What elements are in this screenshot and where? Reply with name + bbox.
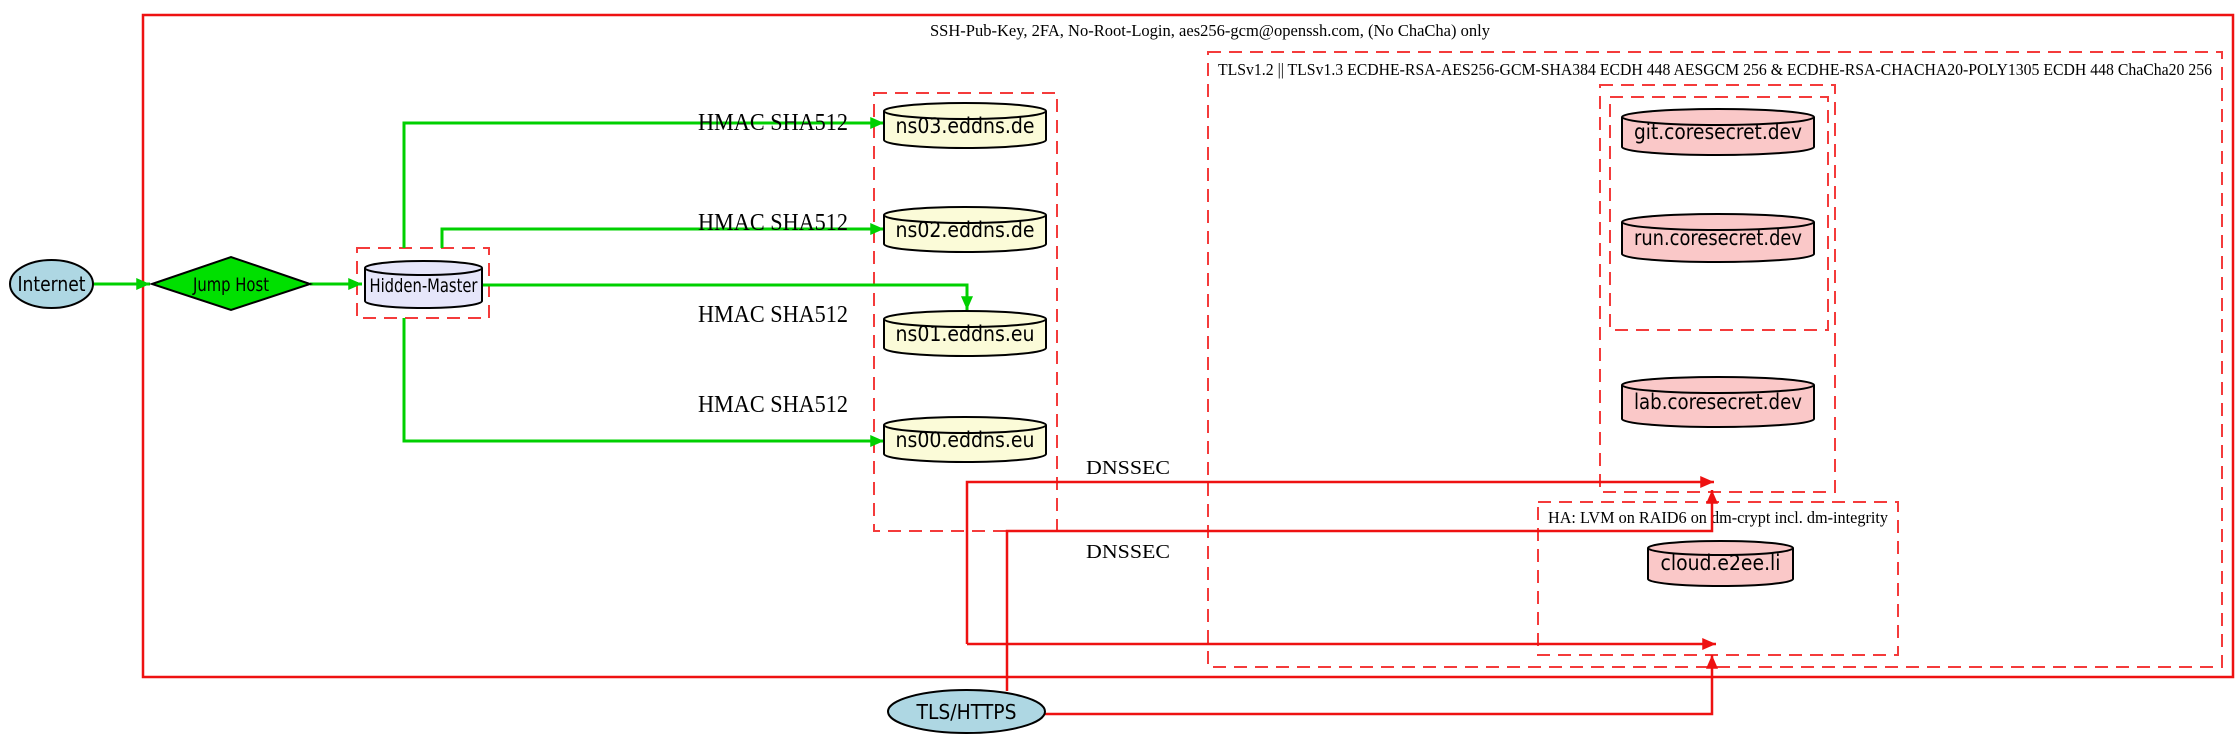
node-ns03-label: ns03.eddns.de [896, 114, 1035, 138]
dns-cluster-box [873, 92, 1058, 532]
node-ns02-label: ns02.eddns.de [896, 218, 1035, 242]
edge-label-hmac-1: HMAC SHA512 [698, 110, 848, 136]
node-internet-label: Internet [18, 272, 86, 296]
edge-label-hmac-4: HMAC SHA512 [698, 392, 848, 418]
node-tls-https-label: TLS/HTTPS [916, 700, 1017, 724]
node-run-label: run.coresecret.dev [1634, 226, 1802, 250]
node-ns01: ns01.eddns.eu [883, 310, 1047, 357]
edge-hiddenmaster-ns02 [440, 223, 884, 248]
node-git: git.coresecret.dev [1621, 108, 1815, 156]
node-ns01-label: ns01.eddns.eu [896, 322, 1035, 346]
node-hidden-master-label: Hidden-Master [370, 275, 478, 297]
tls-cluster-box [1207, 51, 2223, 668]
node-ns00: ns00.eddns.eu [883, 416, 1047, 463]
node-lab-label: lab.coresecret.dev [1634, 390, 1802, 414]
node-tls-https: TLS/HTTPS [887, 689, 1046, 734]
node-jump-host: Jump Host [148, 255, 314, 312]
ha-cluster-box [1537, 501, 1899, 656]
tls-cluster-label: TLSv1.2 || TLSv1.3 ECDHE-RSA-AES256-GCM-… [1218, 60, 2212, 79]
ssh-cluster-label: SSH-Pub-Key, 2FA, No-Root-Login, aes256-… [930, 21, 1490, 40]
edge-label-dnssec-2: DNSSEC [1086, 541, 1170, 563]
node-cloud: cloud.e2ee.li [1647, 540, 1794, 587]
node-ns00-label: ns00.eddns.eu [896, 428, 1035, 452]
node-run: run.coresecret.dev [1621, 213, 1815, 263]
node-jump-host-label: Jump Host [192, 274, 269, 296]
edge-hiddenmaster-ns00 [402, 318, 884, 447]
coresecret-inner-box [1609, 96, 1829, 331]
edge-tlshttps-ha [1045, 655, 1718, 716]
ha-cluster-label: HA: LVM on RAID6 on dm-crypt incl. dm-in… [1548, 508, 1889, 527]
edge-label-hmac-3: HMAC SHA512 [698, 302, 848, 328]
edge-hiddenmaster-ns01 [482, 283, 973, 310]
edge-dnssec-coresecret-1 [965, 476, 1714, 644]
node-ns03: ns03.eddns.de [883, 102, 1047, 149]
edge-label-dnssec-1: DNSSEC [1086, 457, 1170, 479]
edge-hiddenmaster-ns03 [402, 117, 884, 248]
node-ns02: ns02.eddns.de [883, 206, 1047, 253]
edge-label-hmac-2: HMAC SHA512 [698, 210, 848, 236]
ssh-cluster-box [141, 13, 2235, 679]
node-lab: lab.coresecret.dev [1621, 376, 1815, 428]
node-git-label: git.coresecret.dev [1634, 120, 1802, 144]
node-cloud-label: cloud.e2ee.li [1661, 551, 1781, 575]
node-internet: Internet [9, 259, 94, 309]
node-hidden-master: Hidden-Master [364, 260, 483, 309]
edge-tlshttps-coresecret [1005, 490, 1718, 691]
